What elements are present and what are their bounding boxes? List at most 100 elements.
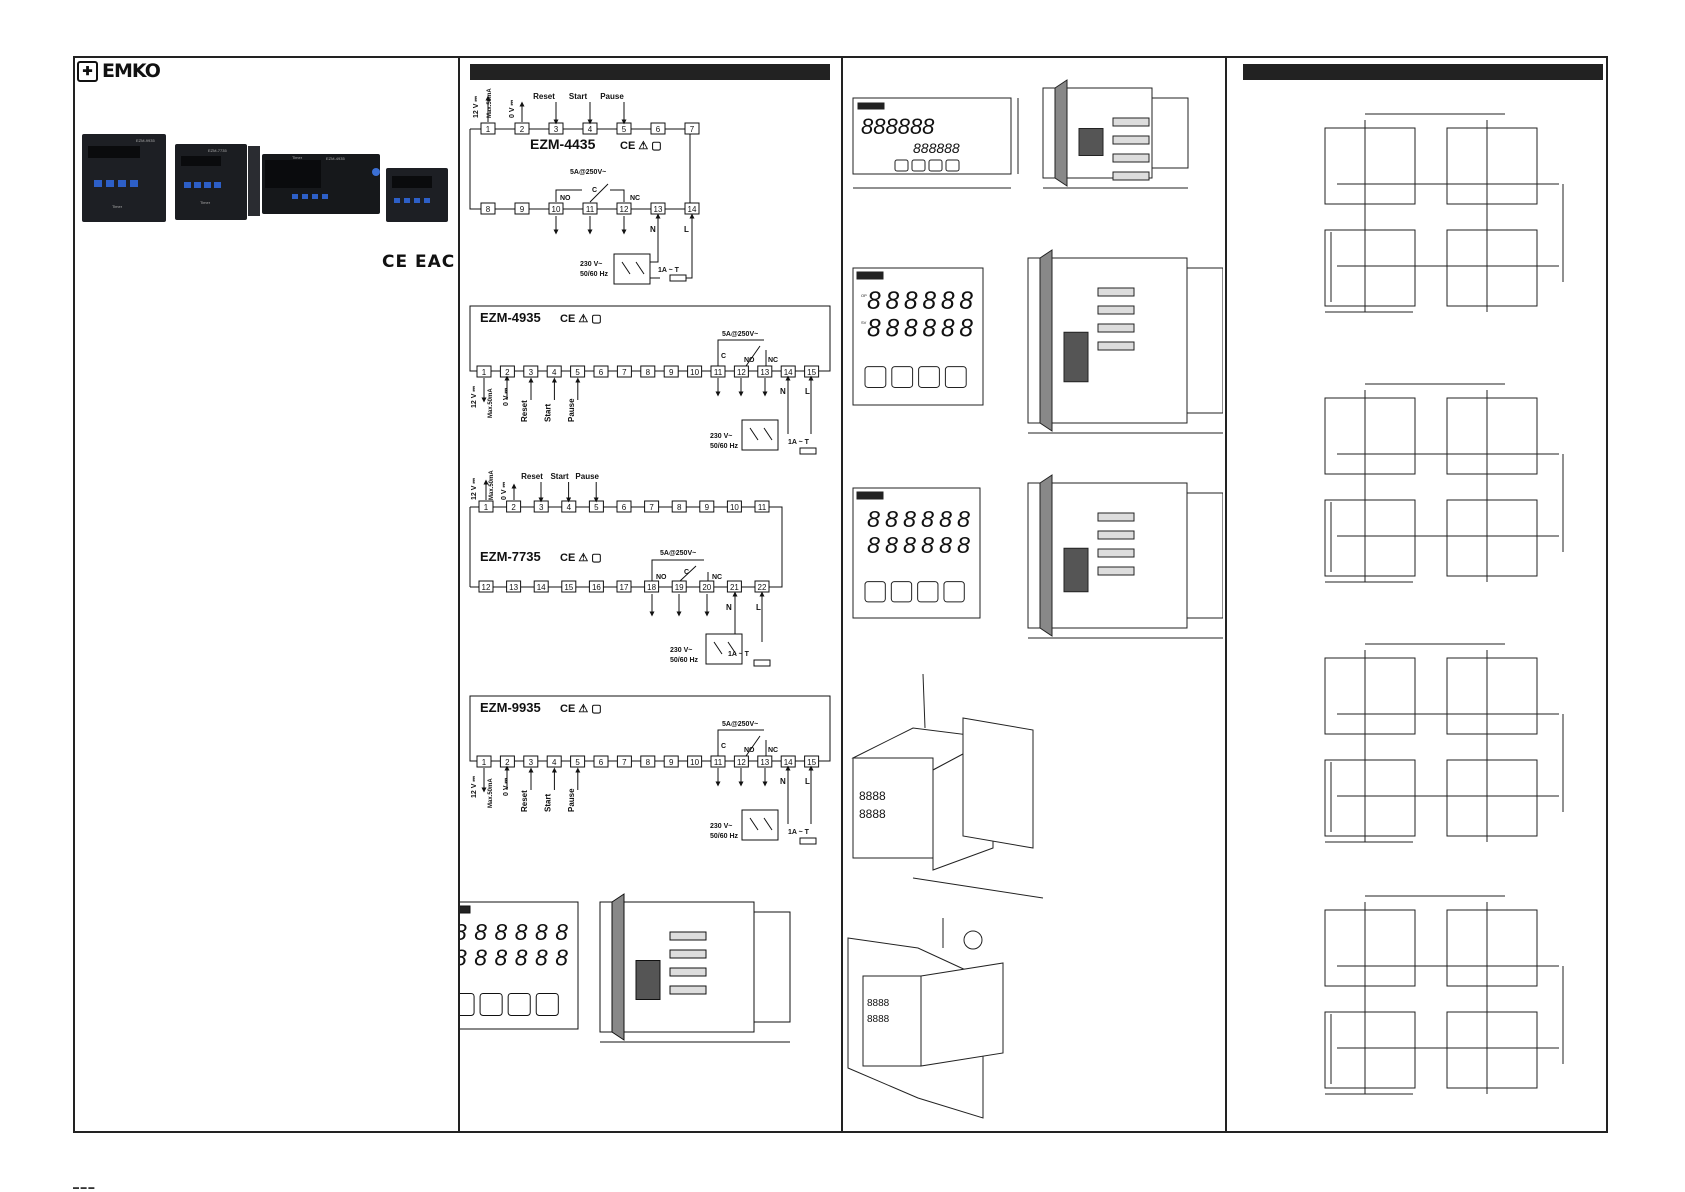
terminal-label: 11 [714,368,723,377]
side-terminal-block [1151,97,1189,169]
side-vent [1063,331,1089,383]
terminal-label: 8 [677,503,682,512]
terminal-label: 21 [730,583,739,592]
side-terminal-block [1186,492,1223,619]
side-terminal-row [669,967,707,977]
terminal-label: 3 [529,368,534,377]
panel-cutout-group-3 [1324,643,1564,843]
supply-frequency: 50/60 Hz [710,443,739,450]
side-terminal-row [1112,171,1150,181]
relay-rating: 5A@250V~ [722,721,758,728]
terminal-label: 2 [505,758,510,767]
column-divider-1 [458,56,460,1133]
zero-v-label: 0 V ⎓ [509,100,516,118]
terminal-label: 10 [690,758,699,767]
terminal-box [616,755,632,768]
relay-switch [651,559,709,582]
relay-contact-c: C [592,187,597,194]
terminal-box [506,580,522,593]
terminal-box [671,500,687,513]
terminal-label: 13 [760,758,769,767]
device-button-2 [479,992,503,1017]
product-photo-ezm7735: EZM-7735 Timer [175,144,260,220]
line-n: N [726,603,732,612]
terminal-box [699,580,715,593]
terminal-label: 19 [675,583,684,592]
panel-cutout-group-2 [1324,383,1564,583]
side-terminal-row [1112,117,1150,127]
max-current-label: Max.50mA [489,470,495,500]
side-bezel [599,901,613,1033]
terminal-box [726,500,742,513]
relay-contact [621,261,631,275]
cutout-square-1 [1324,909,1416,987]
terminal-box [480,202,496,215]
terminal-box [476,365,492,378]
supply-voltage: 230 V~ [710,823,732,830]
terminal-box [476,755,492,768]
terminal-box [663,755,679,768]
supply-12v-label: 12 V ⎓ [471,776,478,798]
product-photo-ezm9935: EZM-9935 Timer [82,134,166,222]
device-brand-badge [460,905,471,914]
terminal-label: 7 [622,368,627,377]
terminal-label: 7 [649,503,654,512]
device-button-1 [460,992,475,1017]
relay-contact-nc: NC [712,574,722,581]
device-button-3 [928,159,943,172]
terminal-box [616,580,632,593]
device-button-4 [945,159,960,172]
terminal-label: 16 [592,583,601,592]
terminal-label: 11 [758,503,767,512]
input-label-pause: Pause [600,92,624,101]
input-label-pause: Pause [567,398,576,422]
line-l: L [805,777,810,786]
iso-display-bottom: 8888 [859,807,886,821]
relay-contact-nc: NC [768,357,778,364]
line-n: N [780,387,786,396]
iso-front [852,757,934,859]
model-label: EZM-4935 [480,310,541,325]
terminal-box [523,365,539,378]
column-divider-2 [841,56,843,1133]
input-label-reset: Reset [521,472,543,481]
emko-logo: ✚ EMKO [77,60,161,82]
relay-contact [635,261,645,275]
terminal-label: 10 [730,503,739,512]
side-bezel [1027,257,1041,424]
terminal-label: 9 [669,368,674,377]
iso-side [920,962,1004,1067]
line-n: N [780,777,786,786]
terminal-label: 6 [622,503,627,512]
relay-contact [749,427,759,441]
cutout-square-1 [1324,397,1416,475]
supply-voltage: 230 V~ [710,433,732,440]
side-bezel [1027,482,1041,629]
terminal-box [514,122,530,135]
iso-display-top: 8888 [867,998,890,1009]
device-button-1 [864,366,887,388]
terminal-label: 14 [784,368,793,377]
guide-line [922,673,926,729]
column-divider-3 [1225,56,1227,1133]
side-terminal-row [1097,512,1135,522]
supply-voltage: 230 V~ [670,647,692,654]
relay-contact-c: C [684,569,689,576]
terminal-label: 5 [622,125,627,134]
input-label-reset: Reset [533,92,555,101]
relay-contact [763,427,773,441]
max-current-label: Max.50mA [488,388,494,418]
panel-cutout-drawings [1324,113,1564,1095]
side-clamp [1039,474,1053,637]
device-button-3 [918,366,940,388]
supply-12v-label: 12 V ⎓ [471,386,478,408]
device-button-3 [917,581,939,603]
max-current-label: Max.50mA [487,88,493,118]
product-photo-ezm4435 [386,168,448,222]
relay-rating: 5A@250V~ [722,331,758,338]
terminal-box [478,500,494,513]
terminal-label: 6 [599,368,604,377]
